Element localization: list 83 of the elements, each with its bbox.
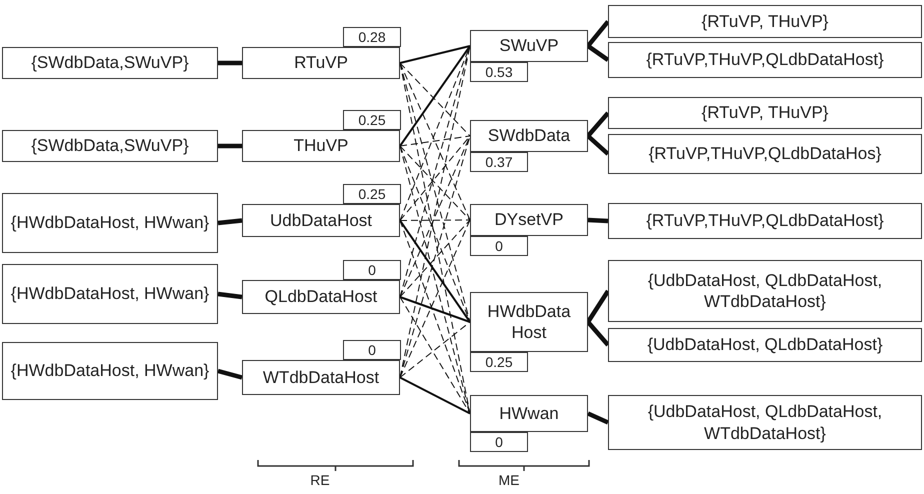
dashed-connector (400, 296, 470, 414)
set-box (608, 5, 922, 38)
connector-line (400, 296, 470, 323)
node-label: {SWdbData,SWuVP} (30, 135, 190, 157)
node-label: {UdbDataHost, QLdbDataHost} (646, 334, 884, 356)
thick-connector (586, 20, 610, 48)
node-label: {HWdbDataHost, HWwan} (10, 212, 210, 234)
value-box: 0.53 (470, 62, 528, 82)
node-label: RTuVP (293, 52, 349, 74)
set-box (608, 42, 922, 78)
node-label: {SWdbData,SWuVP} (30, 52, 190, 74)
set-box (608, 134, 922, 174)
node-label: {UdbDataHost, QLdbDataHost, WTdbDataHost} (646, 401, 884, 444)
thick-connector (586, 112, 610, 138)
node-label: SWdbData (486, 125, 572, 147)
me-node-box (470, 395, 588, 432)
thick-connector (588, 218, 608, 224)
thick-connector (218, 60, 242, 66)
node-label: DYsetVP (494, 209, 564, 231)
node-label: THuVP (292, 135, 350, 157)
dashed-connector (400, 220, 470, 378)
value-box: 0.28 (343, 27, 401, 47)
node-label: {RTuVP, THuVP} (700, 102, 830, 124)
connector-line (400, 376, 470, 414)
me-node-box (470, 204, 588, 236)
dashed-connector (400, 62, 470, 136)
set-box (608, 203, 922, 239)
thick-connector (587, 411, 609, 425)
value-box: 0 (343, 340, 401, 360)
set-box (608, 395, 922, 450)
node-label: {RTuVP,THuVP,QLdbDataHost} (645, 210, 885, 232)
set-box (2, 130, 218, 162)
re-node-box (242, 130, 400, 162)
value-box: 0.25 (343, 184, 401, 204)
connector-line (399, 45, 471, 147)
node-label: QLdbDataHost (264, 286, 378, 308)
dashed-connector (400, 322, 470, 378)
re-node-box (242, 204, 400, 237)
set-box (2, 264, 218, 324)
me-node-box (470, 120, 588, 152)
set-box (2, 193, 218, 253)
thick-connector (586, 290, 610, 324)
thick-connector (586, 320, 610, 346)
group-label: ME (498, 472, 520, 488)
set-box (608, 328, 922, 362)
value-box: 0 (470, 236, 528, 256)
thick-connector (218, 292, 242, 300)
group-label: RE (310, 472, 330, 488)
thick-connector (217, 368, 243, 380)
set-box (608, 260, 922, 322)
set-box (608, 97, 922, 129)
set-box (2, 47, 218, 79)
value-box: 0 (470, 432, 528, 452)
node-label: {RTuVP, THuVP} (700, 10, 830, 32)
re-node-box (242, 280, 400, 314)
thick-connector (218, 144, 242, 148)
me-node-box (470, 30, 588, 62)
dashed-connector (400, 220, 470, 221)
me-node-box (470, 292, 588, 352)
thick-connector (218, 218, 242, 226)
dashed-connector (400, 220, 470, 298)
thick-connector (586, 44, 610, 62)
set-box (2, 342, 218, 400)
node-label: {RTuVP,THuVP,QLdbDataHos} (648, 143, 882, 165)
node-label: {HWdbDataHost, HWwan} (10, 283, 210, 305)
dashed-connector (400, 136, 470, 146)
node-label: UdbDataHost (268, 210, 374, 232)
node-label: {UdbDataHost, QLdbDataHost, WTdbDataHost} (646, 270, 884, 312)
thick-connector (586, 134, 610, 156)
value-box: 0.25 (470, 352, 528, 372)
re-node-box (242, 360, 400, 395)
node-label: SWuVP (498, 35, 560, 57)
connector-line (400, 45, 470, 64)
node-label: {HWdbDataHost, HWwan} (10, 360, 210, 382)
value-box: 0.25 (343, 110, 401, 130)
value-box: 0 (343, 260, 401, 280)
re-node-box (242, 47, 400, 79)
value-box: 0.37 (470, 152, 528, 172)
node-label: WTdbDataHost (262, 366, 380, 388)
node-label: {RTuVP,THuVP,QLdbDataHost} (645, 49, 885, 71)
node-label: HWdbData Host (486, 300, 572, 344)
node-label: HWwan (498, 402, 560, 424)
connector-line (399, 220, 471, 323)
